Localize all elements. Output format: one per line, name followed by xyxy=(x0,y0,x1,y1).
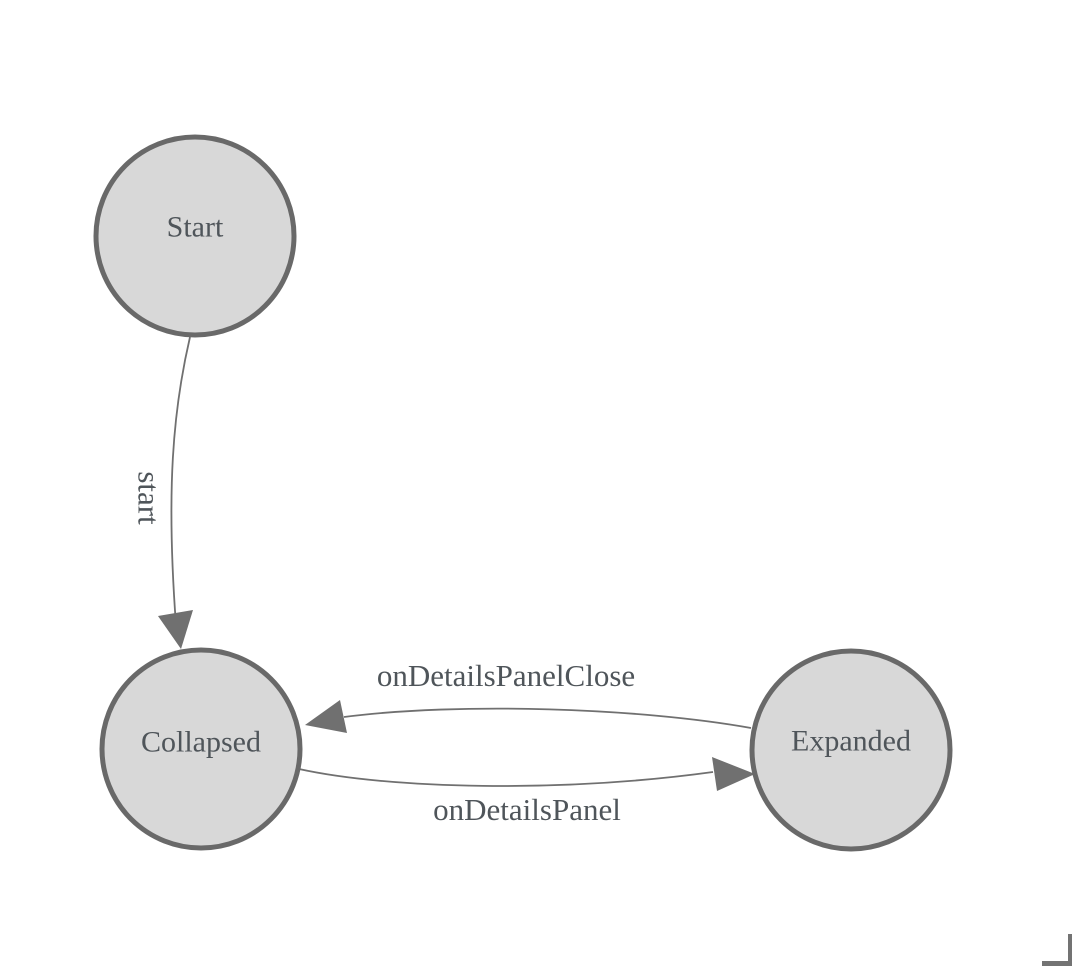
corner-mark-horizontal-bar xyxy=(1042,961,1072,966)
corner-mark-vertical-bar xyxy=(1068,934,1072,966)
state-label-start: Start xyxy=(167,211,224,244)
transition-label-ondetailspanel: onDetailsPanel xyxy=(433,792,621,827)
state-node-start: Start xyxy=(93,134,297,338)
state-circle-expanded xyxy=(749,648,953,852)
arrowhead-into-expanded-left-icon xyxy=(712,757,755,791)
state-node-expanded: Expanded xyxy=(749,648,953,852)
transition-collapsed-to-expanded: onDetailsPanel xyxy=(298,757,755,827)
transition-start-to-collapsed: start xyxy=(132,336,193,649)
transition-label-ondetailspanelclose: onDetailsPanelClose xyxy=(377,658,635,693)
arrowhead-into-collapsed-right-icon xyxy=(305,700,347,733)
transition-line-expanded-to-collapsed xyxy=(343,707,752,729)
arrowhead-into-collapsed-top-icon xyxy=(158,610,193,649)
transition-line-collapsed-to-expanded xyxy=(298,768,714,787)
state-circle-start xyxy=(93,134,297,338)
transition-label-start: start xyxy=(132,471,167,525)
state-label-collapsed: Collapsed xyxy=(141,726,261,759)
state-circle-collapsed xyxy=(99,647,303,851)
transition-line-start-to-collapsed xyxy=(170,336,191,626)
canvas-corner-mark xyxy=(1042,934,1072,966)
state-node-collapsed: Collapsed xyxy=(99,647,303,851)
state-label-expanded: Expanded xyxy=(791,725,911,758)
transition-expanded-to-collapsed: onDetailsPanelClose xyxy=(305,658,752,733)
